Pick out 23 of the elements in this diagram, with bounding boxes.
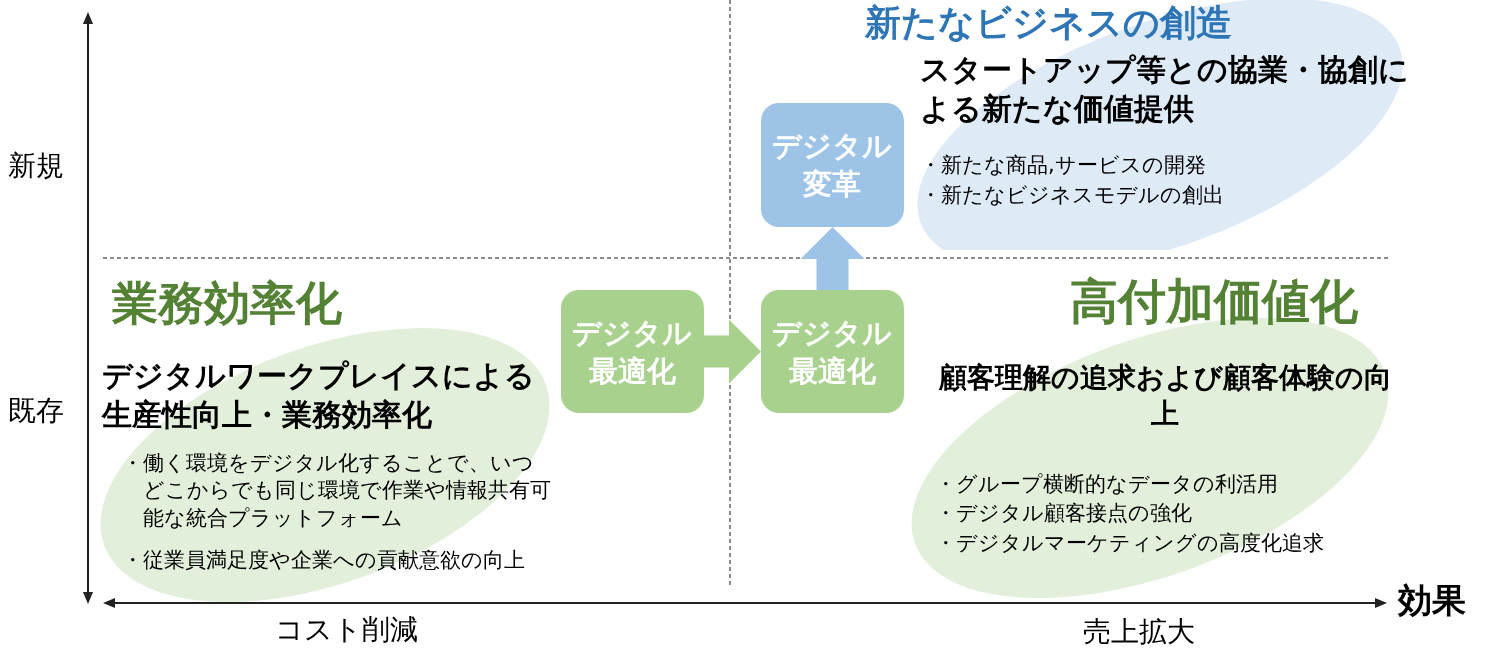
heading: 新たなビジネスの創造 [865,1,1233,45]
axis-title: 効果 [1398,579,1466,622]
bullet-text: ・デジタルマーケティングの高度化追求 [935,530,1325,557]
bullet-text: ・グループ横断的なデータの利活用 [935,471,1279,498]
process-box: デジタル変革 [761,103,904,227]
axis-label: コスト削減 [275,612,418,648]
bullet-text: ・働く環境をデジタル化することで、いつどこからでも同じ環境で作業や情報共有可能な統合プラットフォーム [122,450,552,532]
bullet-text: ・新たなビジネスモデルの創出 [920,182,1225,209]
bullet-text: ・従業員満足度や企業への貢献意欲の向上 [122,547,526,574]
block-arrow [800,227,865,290]
heading: 業務効率化 [112,275,343,332]
bullet-text: ・デジタル顧客接点の強化 [935,500,1193,527]
axis-label: 既存 [8,393,64,429]
axis-label: 売上拡大 [1083,614,1195,650]
process-box: デジタル最適化 [561,290,704,413]
axis-label: 新規 [8,148,64,184]
subheading: 顧客理解の追求および顧客体験の向上 [937,360,1393,433]
bullet-text: ・新たな商品,サービスの開発 [920,152,1207,179]
process-box: デジタル最適化 [761,290,904,413]
heading: 高付加価値化 [1070,272,1359,331]
block-arrow [704,319,761,384]
subheading: スタートアップ等との協業・協創による新たな価値提供 [920,51,1410,128]
subheading: デジタルワークプレイスによる生産性向上・業務効率化 [102,357,536,434]
